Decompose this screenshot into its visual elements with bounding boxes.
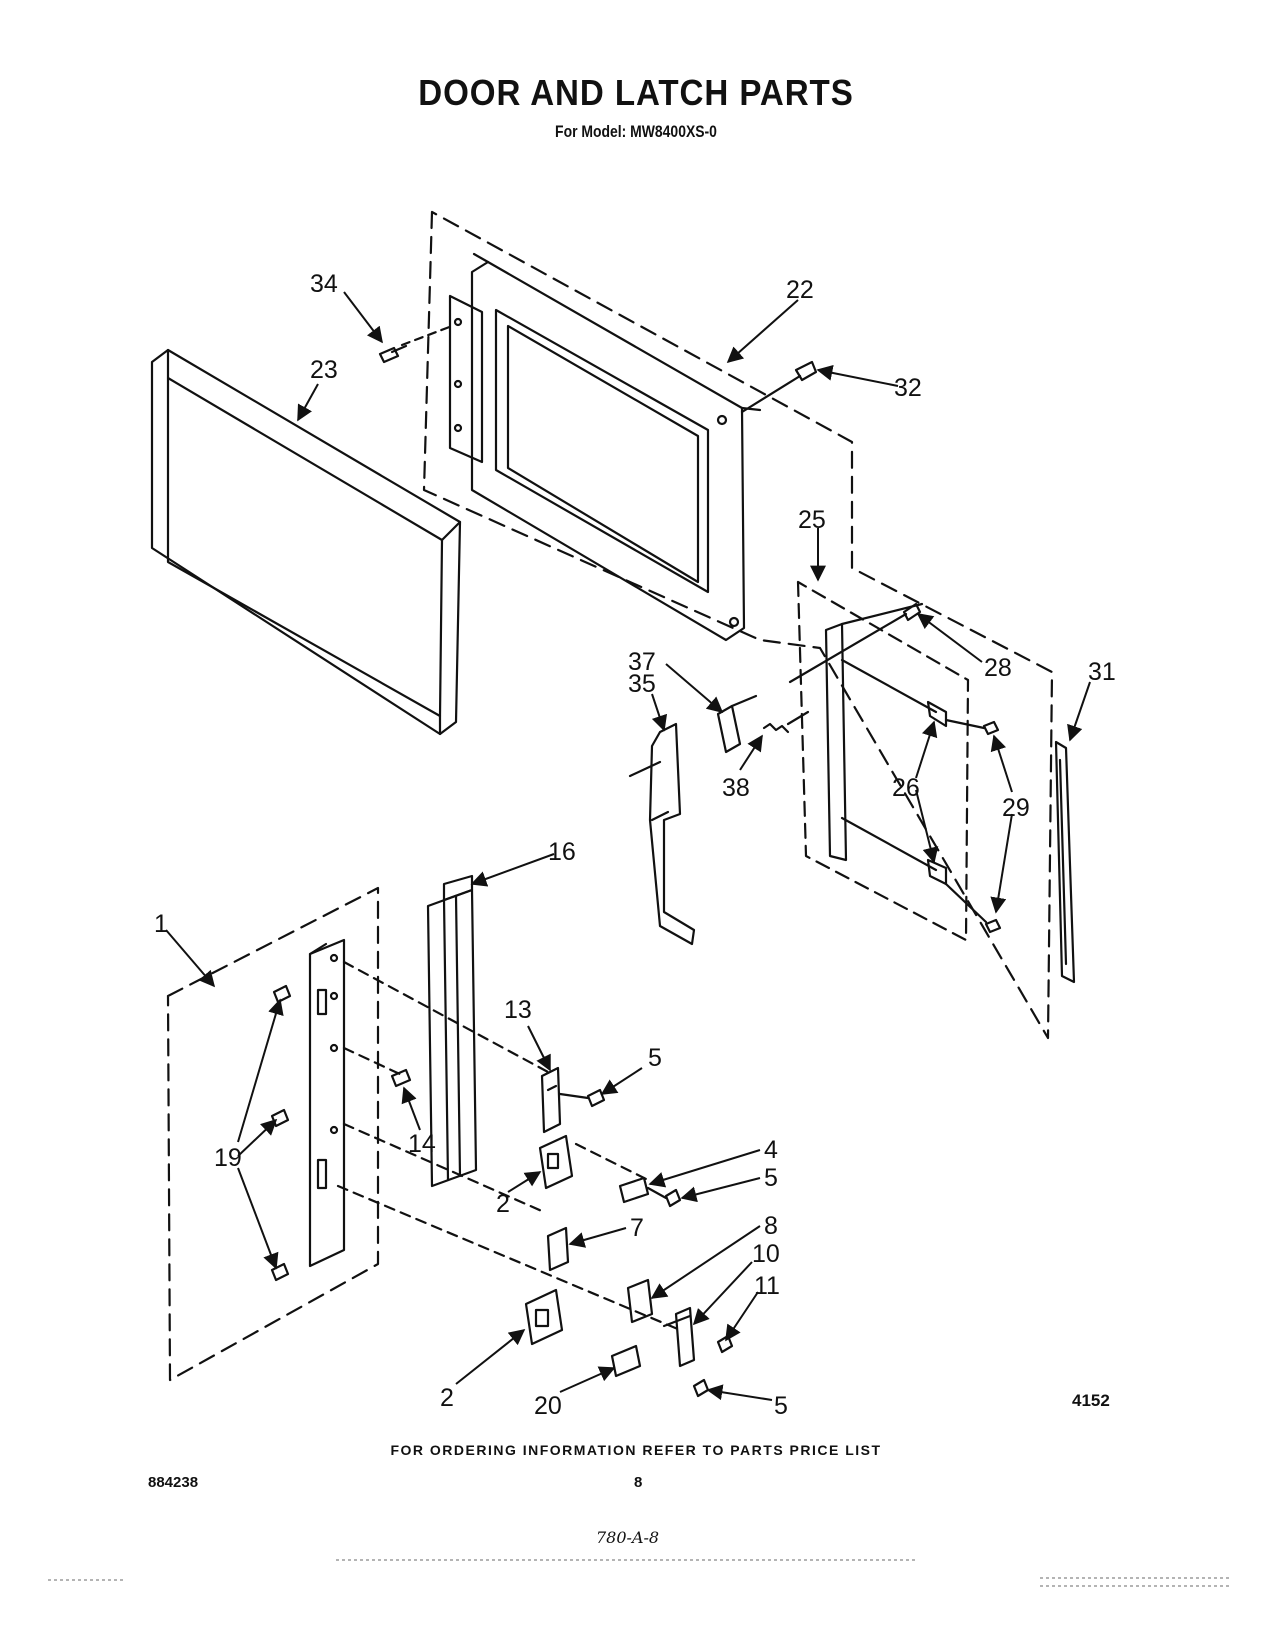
callout-25: 25: [798, 506, 826, 534]
callout-2-lower: 2: [440, 1384, 454, 1412]
switch-part-8: [626, 1278, 654, 1324]
page-title: DOOR AND LATCH PARTS: [418, 72, 854, 113]
screw-part-28: [788, 602, 922, 684]
screw-part-14: [390, 1068, 412, 1088]
callout-11: 11: [754, 1272, 780, 1300]
channel-part-16: [426, 874, 478, 1188]
bracket-plate-part-1: [308, 938, 346, 1268]
handwritten-code: 780-A-8: [596, 1528, 660, 1547]
callout-37: 37: [628, 648, 656, 676]
figure-number: 4152: [1072, 1391, 1110, 1410]
latch-hook-part-37: [716, 694, 758, 754]
callout-4: 4: [764, 1136, 778, 1164]
callout-19: 19: [214, 1144, 242, 1172]
screw-part-5-upper: [558, 1088, 606, 1108]
door-frame-part-23: [150, 348, 462, 736]
bracket-part-10: [662, 1306, 696, 1368]
bracket-part-13: [540, 1066, 562, 1134]
callout-29: 29: [1002, 794, 1030, 822]
callout-26: 26: [892, 774, 920, 802]
callout-35: 35: [628, 670, 656, 698]
insulator-part-7: [546, 1226, 570, 1272]
callout-22: 22: [786, 276, 814, 304]
screw-part-29: [944, 718, 1002, 934]
callout-20: 20: [534, 1392, 562, 1420]
document-number: 884238: [148, 1474, 199, 1491]
callout-38: 38: [722, 774, 750, 802]
callout-5-middle: 5: [764, 1164, 778, 1192]
screw-part-11: [716, 1334, 734, 1354]
inner-door-panel-part-22: [448, 252, 762, 642]
strip-part-31: [1054, 740, 1076, 984]
switch-part-2-lower: [524, 1288, 564, 1346]
callout-14: 14: [408, 1130, 436, 1158]
screw-part-34: [378, 344, 408, 364]
callout-2-upper: 2: [496, 1190, 510, 1218]
screw-part-32: [740, 360, 818, 414]
ordering-note: FOR ORDERING INFORMATION REFER TO PARTS …: [390, 1442, 882, 1458]
callout-5-lower: 5: [774, 1392, 788, 1420]
model-subtitle: For Model: MW8400XS-0: [555, 122, 717, 141]
callout-23: 23: [310, 356, 338, 384]
scan-artifacts: [48, 1559, 1232, 1587]
callout-1: 1: [154, 910, 168, 938]
screw-part-5-middle: [646, 1186, 682, 1208]
bracket-assembly-outline: [166, 886, 380, 1382]
latch-plate-outline: [796, 580, 970, 942]
page-number: 8: [634, 1474, 643, 1491]
screw-part-5-lower: [692, 1378, 710, 1398]
callout-28: 28: [984, 654, 1012, 682]
callout-10: 10: [752, 1240, 780, 1268]
callout-16: 16: [548, 838, 576, 866]
screw-part-19: [270, 984, 292, 1282]
callout-5-upper: 5: [648, 1044, 662, 1072]
switch-part-2-upper: [538, 1134, 574, 1190]
actuator-part-4: [618, 1176, 650, 1204]
callout-34: 34: [310, 270, 338, 298]
callout-32: 32: [894, 374, 922, 402]
spring-part-38: [762, 710, 810, 734]
latch-lever-part-35: [628, 722, 696, 946]
actuator-part-20: [610, 1344, 642, 1378]
callout-8: 8: [764, 1212, 778, 1240]
door-assembly-outline: [422, 210, 1054, 1040]
callout-31: 31: [1088, 658, 1116, 686]
callout-7: 7: [630, 1214, 644, 1242]
callout-13: 13: [504, 996, 532, 1024]
